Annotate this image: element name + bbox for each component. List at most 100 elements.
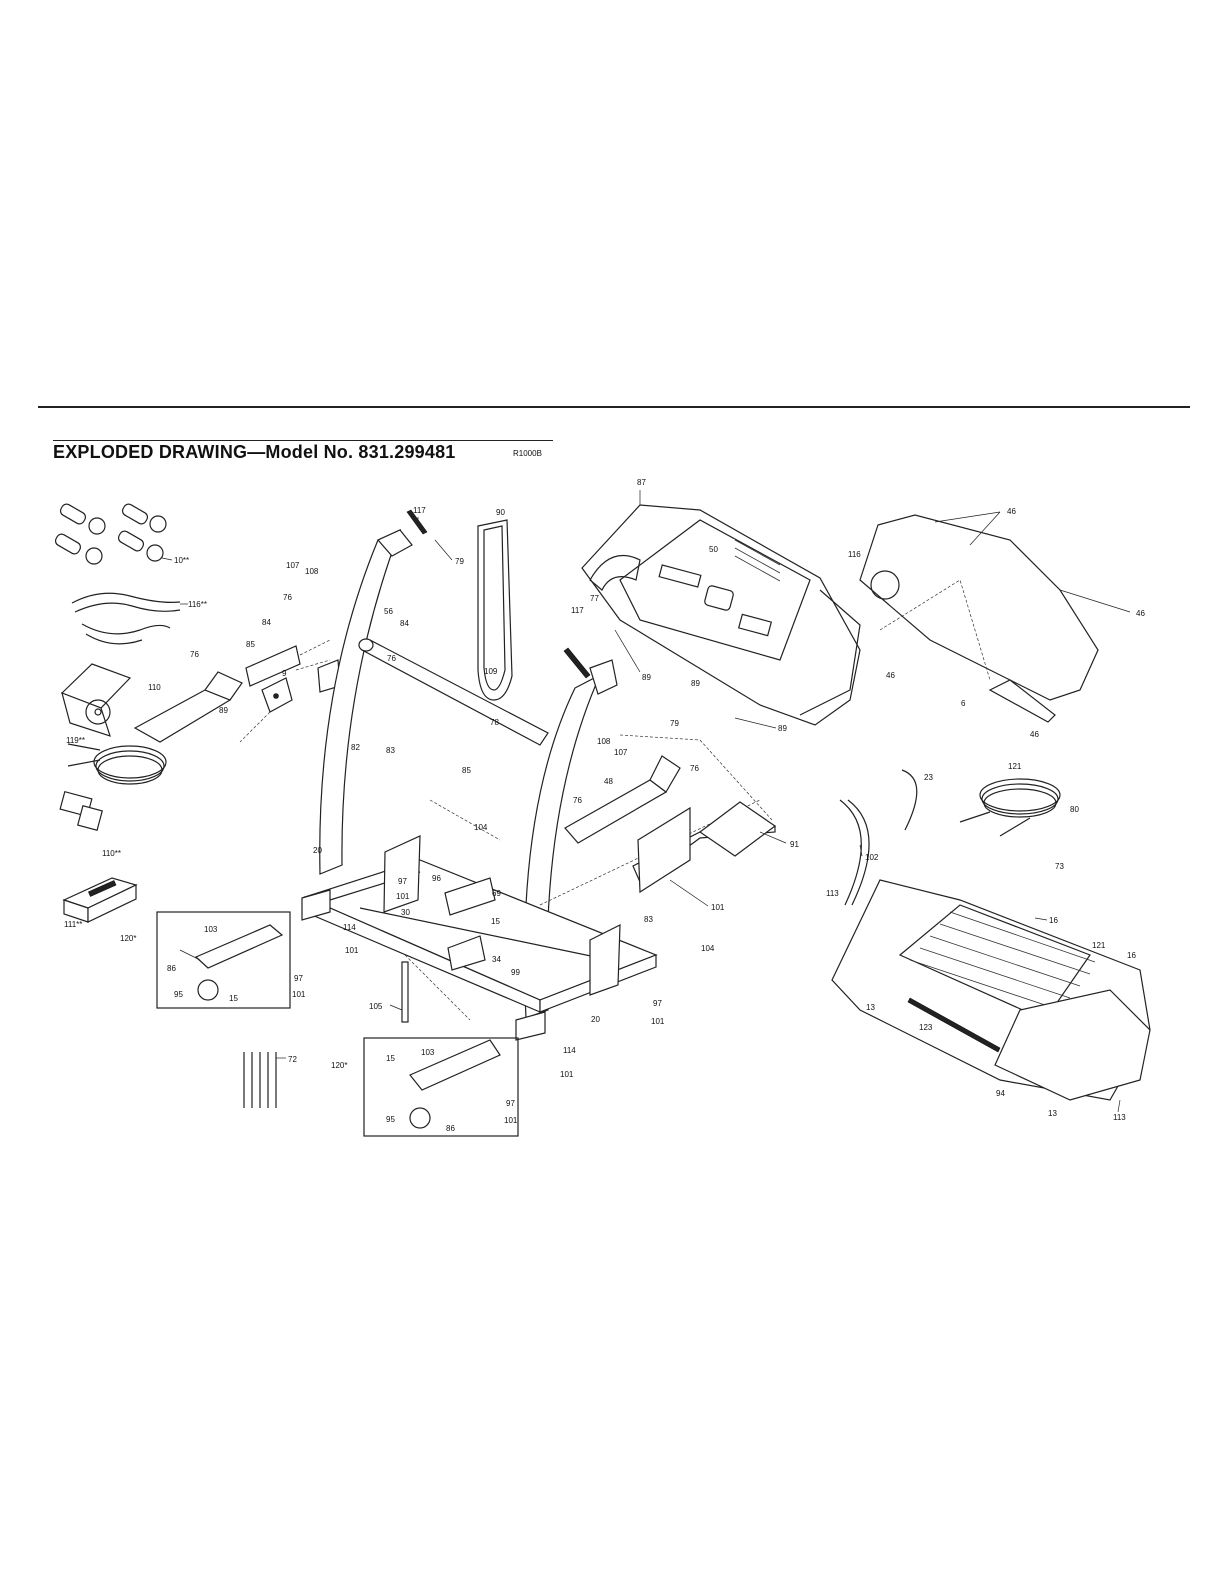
callout-label: 117	[413, 506, 426, 515]
callout-label: 89	[691, 679, 700, 688]
cable-ties-72	[243, 1052, 286, 1108]
callout-label: 76	[690, 764, 699, 773]
callout-label: 15	[386, 1054, 395, 1063]
wheel-box-1	[156, 911, 291, 1009]
callout-label: 76	[387, 654, 396, 663]
callout-label: 86	[167, 964, 176, 973]
callout-label: 117	[571, 606, 584, 615]
laptop-cd	[60, 663, 132, 737]
callout-label: 46	[1030, 730, 1039, 739]
callout-label: 76	[283, 593, 292, 602]
callout-label: 69	[492, 889, 501, 898]
callout-label: 91	[790, 840, 799, 849]
callout-label: 121	[1008, 762, 1022, 771]
base-frame	[301, 799, 761, 1041]
callout-label: 113	[826, 889, 839, 898]
console	[581, 504, 861, 726]
callout-labels: 10** 116** 119** 110** 111** 76 110 85 8…	[64, 478, 1145, 1133]
callout-label: 89	[219, 706, 228, 715]
callout-label: 16	[1127, 951, 1136, 960]
callout-label: 20	[591, 1015, 600, 1024]
motor-hood-116	[859, 514, 1099, 723]
callout-label: 110	[148, 683, 161, 692]
callout-label: 111**	[64, 920, 82, 929]
callout-label: 101	[711, 903, 725, 912]
callout-label: 97	[294, 974, 303, 983]
callout-label: 87	[637, 478, 646, 487]
callout-label: 104	[701, 944, 715, 953]
callout-label: 13	[1048, 1109, 1057, 1118]
callout-label: 85	[246, 640, 255, 649]
callout-label: 84	[262, 618, 271, 627]
callout-label: 50	[709, 545, 718, 554]
callout-label: 94	[996, 1089, 1005, 1098]
misc-right-parts	[839, 769, 1061, 906]
walking-deck	[831, 879, 1151, 1101]
callout-label: 101	[396, 892, 410, 901]
callout-label: 73	[1055, 862, 1064, 871]
callout-label: 16	[1049, 916, 1058, 925]
strap	[71, 592, 188, 645]
wheel-box-2	[363, 1037, 519, 1137]
callout-label: 46	[1136, 609, 1145, 618]
callout-label: 76	[573, 796, 582, 805]
callout-label: 99	[511, 968, 520, 977]
callout-label: 97	[506, 1099, 515, 1108]
reference-code: R1000B	[513, 449, 542, 458]
callout-label: 20	[313, 846, 322, 855]
callout-label: 23	[924, 773, 933, 782]
callout-label: 56	[384, 607, 393, 616]
callout-label: 101	[651, 1017, 665, 1026]
callout-label: 121	[1092, 941, 1106, 950]
callout-label: 116	[848, 550, 861, 559]
cable-coils	[59, 743, 167, 831]
callout-label: 109	[484, 667, 498, 676]
callout-label: 90	[496, 508, 505, 517]
callout-label: 84	[400, 619, 409, 628]
callout-label: 97	[653, 999, 662, 1008]
callout-label: 78	[490, 718, 499, 727]
callout-label: 15	[229, 994, 238, 1003]
callout-label: 95	[386, 1115, 395, 1124]
callout-label: 101	[345, 946, 359, 955]
leader-lines	[179, 490, 1131, 1113]
callout-label: 114	[563, 1046, 576, 1055]
callout-label: 101	[504, 1116, 518, 1125]
callout-label: 72	[288, 1055, 297, 1064]
callout-label: 46	[1007, 507, 1016, 516]
callout-label: 108	[305, 567, 319, 576]
top-rule	[38, 406, 1190, 408]
callout-label: 103	[421, 1048, 435, 1057]
callout-label: 89	[642, 673, 651, 682]
callout-label: 13	[866, 1003, 875, 1012]
callout-label: 123	[919, 1023, 933, 1032]
callout-label: 95	[174, 990, 183, 999]
callout-label: 114	[343, 923, 356, 932]
callout-label: 82	[351, 743, 360, 752]
belt-90	[477, 519, 513, 701]
callout-label: 108	[597, 737, 611, 746]
callout-label: 80	[1070, 805, 1079, 814]
callout-label: 116**	[188, 600, 207, 609]
left-foot-arm	[133, 639, 341, 743]
callout-label: 119**	[66, 736, 85, 745]
callout-label: 96	[432, 874, 441, 883]
callout-label: 113	[1113, 1113, 1126, 1122]
callout-label: 120*	[331, 1061, 347, 1070]
callout-label: 101	[560, 1070, 574, 1079]
callout-label: 83	[386, 746, 395, 755]
page-title: EXPLODED DRAWING—Model No. 831.299481	[53, 442, 456, 462]
callout-label: 97	[398, 877, 407, 886]
callout-label: 77	[590, 594, 599, 603]
callout-label: 6	[961, 699, 966, 708]
callout-label: 110**	[102, 849, 121, 858]
callout-label: 83	[644, 915, 653, 924]
callout-label: 85	[462, 766, 471, 775]
callout-label: 79	[455, 557, 464, 566]
callout-label: 86	[446, 1124, 455, 1133]
callout-label: 30	[401, 908, 410, 917]
callout-label: 79	[670, 719, 679, 728]
callout-label: 105	[369, 1002, 383, 1011]
callout-label: 107	[614, 748, 628, 757]
